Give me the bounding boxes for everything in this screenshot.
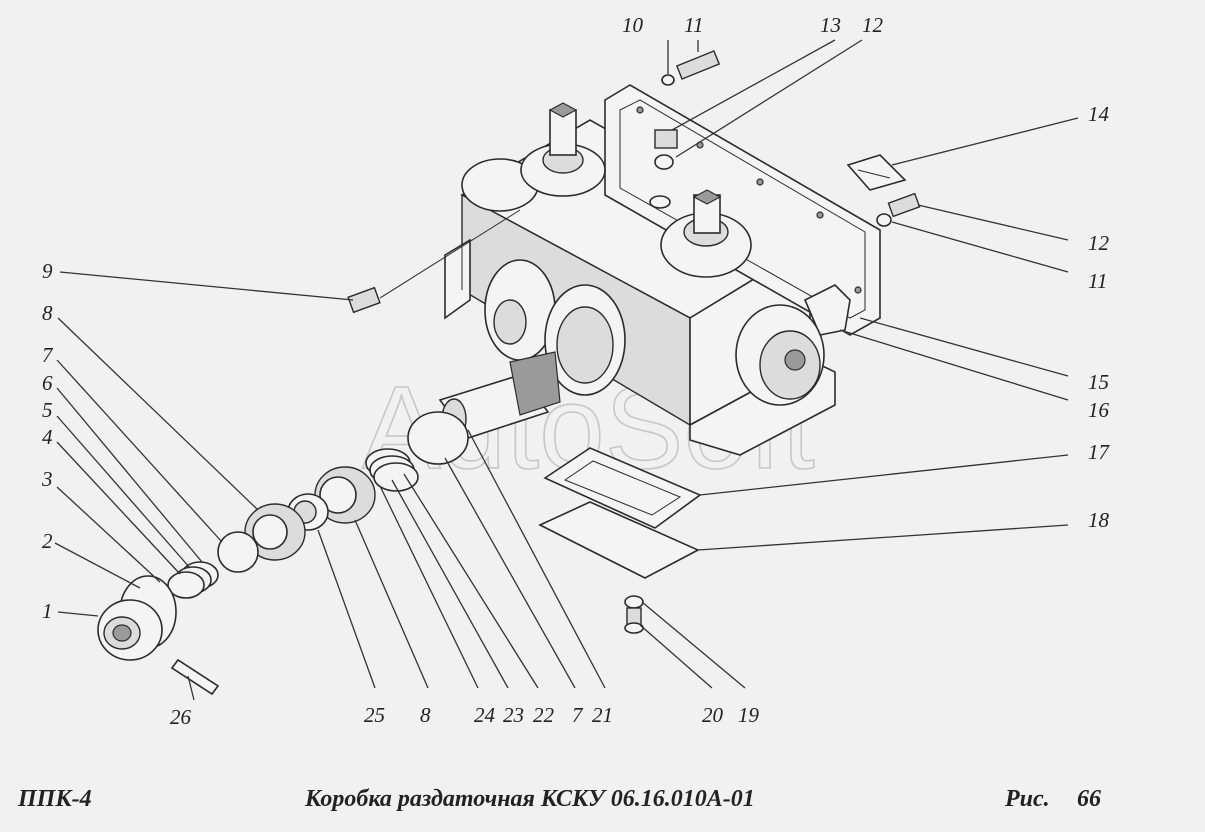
circlip-left <box>217 531 259 573</box>
callout-7-left: 7 <box>42 343 54 367</box>
callout-6: 6 <box>42 371 53 395</box>
callout-15: 15 <box>1088 370 1109 394</box>
callout-9: 9 <box>42 259 53 283</box>
callout-20: 20 <box>702 703 724 727</box>
callout-4: 4 <box>42 425 53 449</box>
footer-model: ППК-4 <box>18 786 92 812</box>
callout-16: 16 <box>1088 398 1110 422</box>
callout-10: 10 <box>622 13 644 37</box>
callout-11-top: 11 <box>684 13 703 37</box>
callout-18: 18 <box>1088 508 1110 532</box>
breather-group <box>846 154 921 227</box>
leader-lines <box>54 39 1079 701</box>
spring-pin <box>170 658 220 696</box>
callout-7-bottom: 7 <box>572 703 584 727</box>
top-sprocket-right <box>660 189 752 278</box>
callout-26: 26 <box>170 705 192 729</box>
footer-title: Коробка раздаточная КСКУ 06.16.010А-01 <box>305 786 755 812</box>
footer-figure-label: Рис. <box>1005 786 1050 812</box>
callout-8-bottom: 8 <box>420 703 431 727</box>
drive-flange-hub <box>97 575 177 661</box>
filler-plug-group <box>649 50 721 209</box>
callout-19: 19 <box>738 703 760 727</box>
callout-11-right: 11 <box>1088 269 1107 293</box>
callout-8-left: 8 <box>42 301 53 325</box>
left-bore-housings <box>484 259 626 396</box>
callout-1: 1 <box>42 599 53 623</box>
bearing-left <box>244 503 306 561</box>
callout-2: 2 <box>42 529 53 553</box>
callout-24: 24 <box>474 703 496 727</box>
callout-12-right: 12 <box>1088 231 1110 255</box>
callout-13: 13 <box>820 13 841 37</box>
callout-22: 22 <box>533 703 555 727</box>
collar-rings <box>167 561 219 599</box>
plug-and-rod <box>347 209 521 314</box>
callout-5: 5 <box>42 398 53 422</box>
snap-ring-upper <box>407 411 469 465</box>
callout-17: 17 <box>1088 440 1111 464</box>
footer-figure-number: 66 <box>1077 786 1101 812</box>
callout-3: 3 <box>41 467 53 491</box>
callout-14: 14 <box>1088 102 1110 126</box>
callout-numbers: 1 2 3 4 5 6 7 8 9 26 25 8 24 23 22 7 21 … <box>41 13 1111 729</box>
side-sprocket <box>735 304 825 406</box>
callout-23: 23 <box>503 703 524 727</box>
callout-25: 25 <box>364 703 385 727</box>
seal-rings <box>365 448 419 492</box>
top-sprocket-left <box>461 102 606 212</box>
callout-12-top: 12 <box>862 13 884 37</box>
cover-bolt <box>624 595 644 634</box>
callout-21: 21 <box>592 703 613 727</box>
